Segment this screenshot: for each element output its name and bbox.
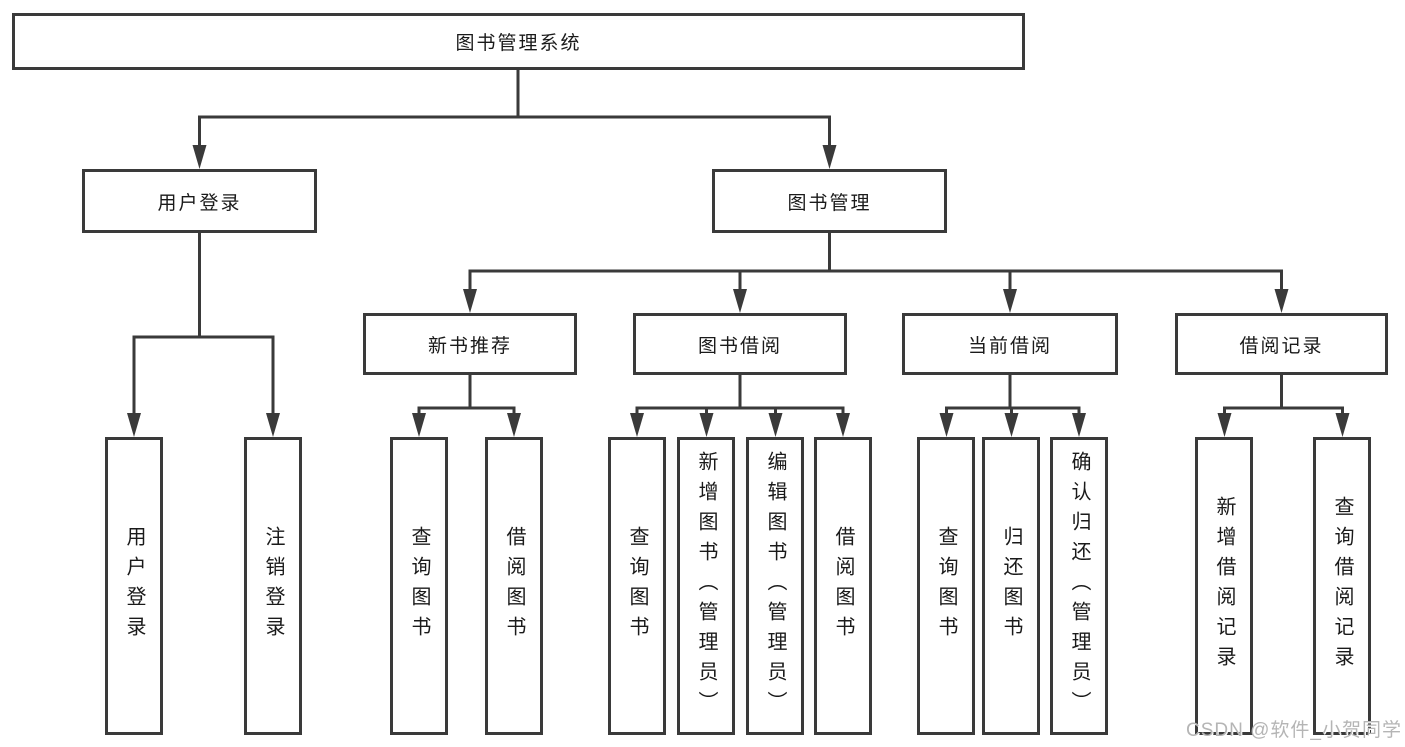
leaf-user-login-label: 用户登录 [123, 526, 145, 646]
leaf-edit-book-admin-label: 编辑图书（管理员） [764, 451, 786, 721]
node-user-login-label: 用户登录 [157, 192, 242, 214]
leaf-query-books-current: 查询图书 [917, 437, 975, 735]
leaf-add-book-admin: 新增图书（管理员） [677, 437, 735, 735]
leaf-borrow-books-recommend: 借阅图书 [485, 437, 543, 735]
node-root-system-label: 图书管理系统 [455, 33, 582, 54]
leaf-query-books-borrowing-label: 查询图书 [626, 526, 648, 646]
leaf-return-book-label: 归还图书 [1000, 526, 1022, 646]
leaf-borrow-books-borrowing-label: 借阅图书 [832, 526, 854, 646]
leaf-user-login: 用户登录 [105, 437, 163, 735]
node-new-book-recommend: 新书推荐 [363, 313, 577, 375]
leaf-confirm-return-admin: 确认归还（管理员） [1050, 437, 1108, 735]
arrowhead-icons [127, 145, 1350, 437]
leaf-return-book: 归还图书 [982, 437, 1040, 735]
leaf-add-book-admin-label: 新增图书（管理员） [695, 451, 717, 721]
leaf-query-books-borrowing: 查询图书 [608, 437, 666, 735]
leaf-borrow-books-borrowing: 借阅图书 [814, 437, 872, 735]
leaf-add-borrow-record-label: 新增借阅记录 [1213, 496, 1235, 676]
leaf-query-borrow-record-label: 查询借阅记录 [1331, 496, 1353, 676]
leaf-borrow-books-recommend-label: 借阅图书 [503, 526, 525, 646]
node-book-borrowing: 图书借阅 [633, 313, 847, 375]
node-user-login: 用户登录 [82, 169, 317, 233]
leaf-logout: 注销登录 [244, 437, 302, 735]
leaf-query-books-recommend-label: 查询图书 [408, 526, 430, 646]
node-root-system: 图书管理系统 [12, 13, 1025, 70]
node-book-management-label: 图书管理 [787, 192, 872, 214]
node-borrowing-records-label: 借阅记录 [1239, 335, 1324, 357]
connector-paths [132, 70, 1344, 414]
watermark-text: CSDN @软件_小贺同学 [1186, 720, 1402, 741]
node-borrowing-records: 借阅记录 [1175, 313, 1388, 375]
leaf-query-borrow-record: 查询借阅记录 [1313, 437, 1371, 735]
leaf-edit-book-admin: 编辑图书（管理员） [746, 437, 804, 735]
leaf-query-books-recommend: 查询图书 [390, 437, 448, 735]
node-current-borrowing-label: 当前借阅 [967, 335, 1052, 357]
leaf-query-books-current-label: 查询图书 [935, 526, 957, 646]
node-book-borrowing-label: 图书借阅 [697, 335, 782, 357]
node-current-borrowing: 当前借阅 [902, 313, 1118, 375]
leaf-confirm-return-admin-label: 确认归还（管理员） [1068, 451, 1090, 721]
node-book-management: 图书管理 [712, 169, 947, 233]
leaf-logout-label: 注销登录 [262, 526, 284, 646]
node-new-book-recommend-label: 新书推荐 [427, 335, 512, 357]
leaf-add-borrow-record: 新增借阅记录 [1195, 437, 1253, 735]
